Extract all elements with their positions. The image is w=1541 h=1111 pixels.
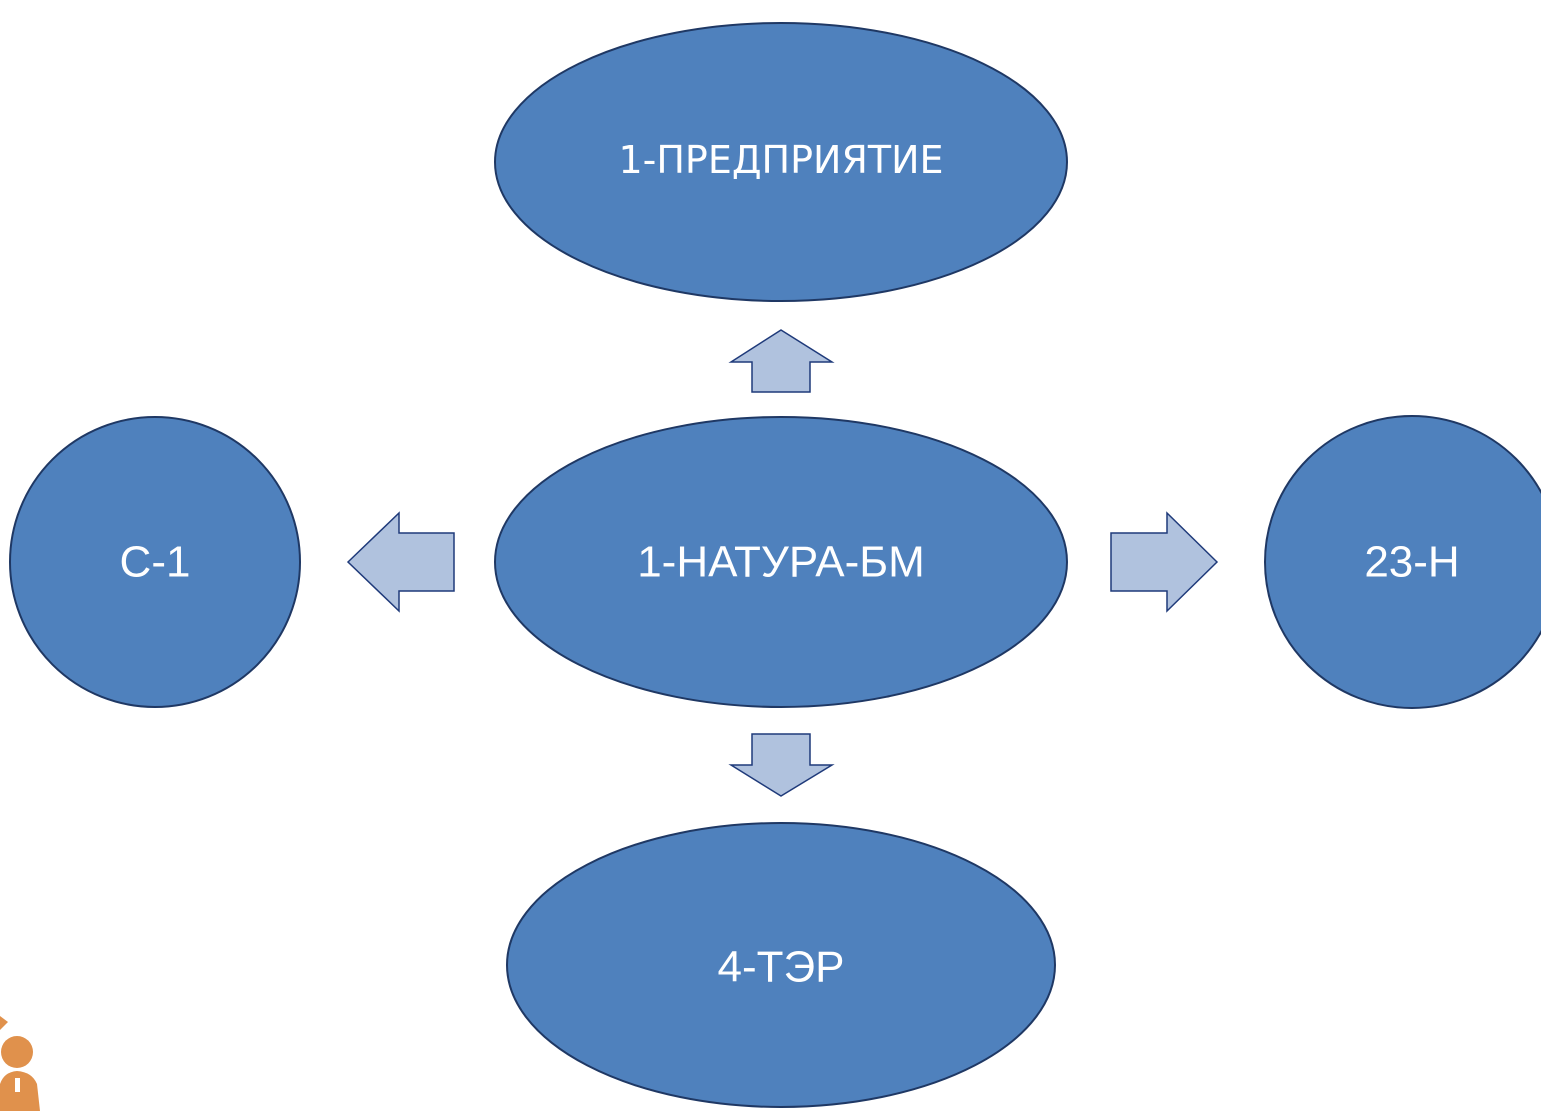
node-top: 1-ПРЕДПРИЯТИЕ [494,22,1068,302]
arrow-left [346,511,455,613]
node-left-label: С-1 [120,538,191,587]
node-center-label: 1-НАТУРА-БМ [637,538,925,587]
node-right: 23-Н [1264,415,1541,709]
node-bottom: 4-ТЭР [506,822,1056,1108]
node-bottom-shape [506,822,1056,1108]
node-center: 1-НАТУРА-БМ [494,416,1068,708]
logo-spark [0,1016,8,1030]
node-center-shape [494,416,1068,708]
node-top-shape [494,22,1068,302]
node-top-label: 1-ПРЕДПРИЯТИЕ [618,138,943,182]
node-left-shape [9,416,301,708]
person-with-tie-icon [0,1016,40,1111]
arrow-right [1110,511,1219,613]
logo-tie [15,1078,20,1092]
logo-head [1,1036,33,1068]
node-bottom-label: 4-ТЭР [718,943,845,992]
node-right-label: 23-Н [1364,538,1459,587]
arrow-down [728,733,835,797]
arrow-up [728,329,835,393]
node-right-shape [1264,415,1541,709]
node-left: С-1 [9,416,301,708]
